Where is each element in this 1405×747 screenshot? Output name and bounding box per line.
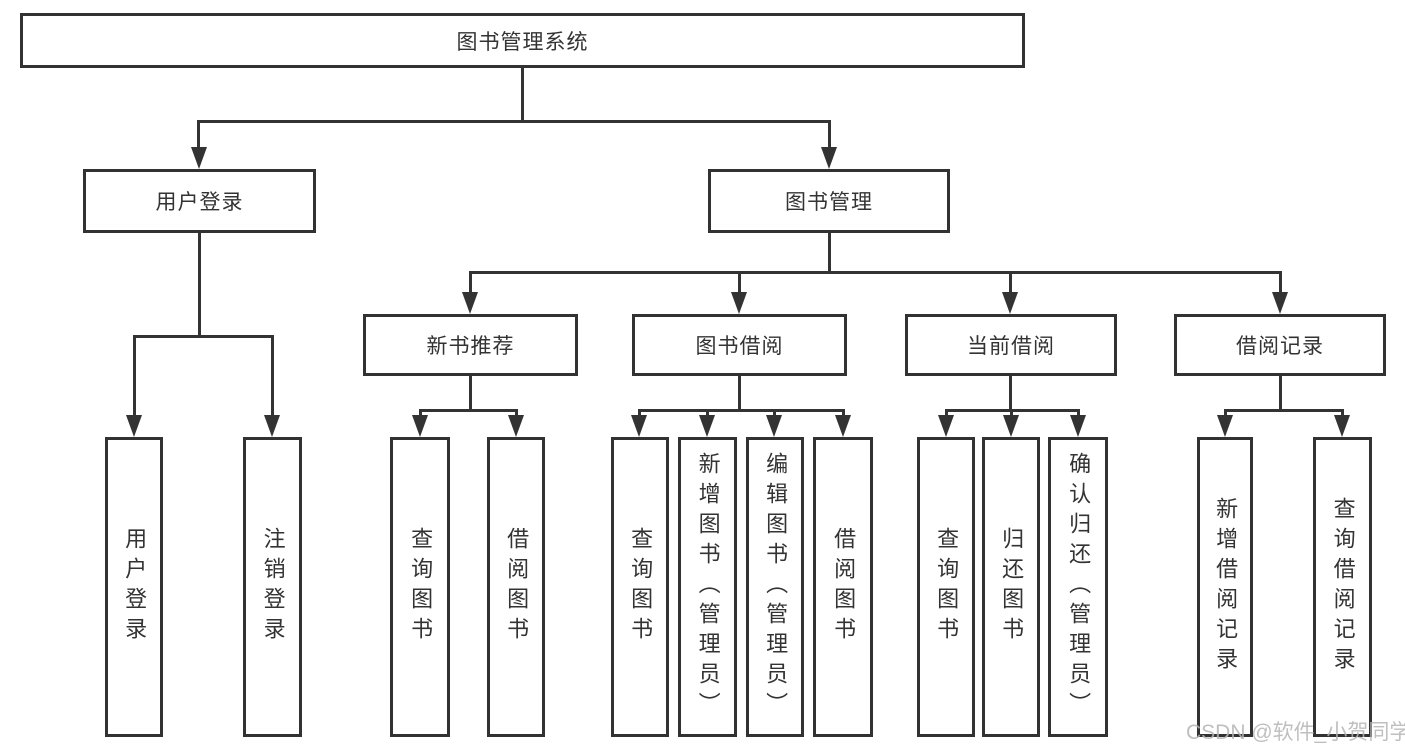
arrowhead-down-icon [412, 415, 428, 437]
leaf-label: 查询借阅记录 [1330, 497, 1356, 677]
arrowhead-down-icon [1002, 292, 1018, 314]
line-segment [197, 120, 200, 149]
leaf-confirm-return-admin: 确认归还（管理员） [1048, 437, 1108, 737]
leaf-label: 查询图书 [934, 527, 960, 647]
arrowhead-down-icon [1334, 415, 1350, 437]
line-segment [1341, 409, 1344, 417]
arrowhead-down-icon [1272, 292, 1288, 314]
leaf-label: 查询图书 [408, 527, 434, 647]
node-label: 图书借阅 [695, 335, 784, 358]
node-borrowing-records: 借阅记录 [1174, 314, 1386, 376]
line-segment [419, 409, 517, 412]
node-current-borrowing: 当前借阅 [905, 314, 1117, 376]
line-segment [469, 271, 1281, 274]
leaf-label: 借阅图书 [504, 527, 530, 647]
node-label: 当前借阅 [967, 335, 1055, 358]
leaf-label: 新增借阅记录 [1213, 497, 1239, 677]
leaf-label: 借阅图书 [831, 527, 857, 647]
leaf-borrow-books-borrowing: 借阅图书 [813, 437, 873, 737]
leaf-borrow-books-recommend: 借阅图书 [487, 437, 545, 737]
arrowhead-down-icon [1003, 415, 1019, 437]
leaf-query-books-recommend: 查询图书 [390, 437, 450, 737]
leaf-logout: 注销登录 [243, 437, 302, 737]
line-segment [1279, 376, 1282, 409]
node-book-management: 图书管理 [708, 169, 950, 233]
line-segment [133, 335, 274, 338]
line-segment [1224, 409, 1227, 417]
line-segment [1009, 271, 1012, 292]
line-segment [1010, 409, 1013, 417]
leaf-return-books: 归还图书 [982, 437, 1040, 737]
node-user-login: 用户登录 [83, 169, 316, 233]
arrowhead-down-icon [766, 415, 782, 437]
line-segment [469, 271, 472, 292]
leaf-label: 查询图书 [628, 527, 654, 647]
arrowhead-down-icon [462, 292, 478, 314]
line-segment [1009, 376, 1012, 409]
arrowhead-down-icon [835, 415, 851, 437]
line-segment [828, 233, 831, 271]
leaf-label: 编辑图书（管理员） [763, 452, 789, 722]
arrowhead-down-icon [731, 292, 747, 314]
line-segment [1279, 271, 1282, 292]
arrowhead-down-icon [264, 415, 280, 437]
line-segment [638, 409, 844, 412]
line-segment [197, 120, 831, 123]
leaf-add-book-admin: 新增图书（管理员） [678, 437, 737, 737]
leaf-query-books-borrowing: 查询图书 [611, 437, 669, 737]
leaf-query-books-current: 查询图书 [917, 437, 975, 737]
line-segment [521, 68, 524, 120]
leaf-label: 确认归还（管理员） [1066, 452, 1092, 722]
line-segment [773, 409, 776, 417]
line-segment [515, 409, 518, 417]
arrowhead-down-icon [191, 147, 207, 169]
leaf-add-borrow-record: 新增借阅记录 [1197, 437, 1253, 737]
csdn-watermark: CSDN @软件_小贺同学 [1186, 721, 1405, 744]
node-label: 图书管理系统 [456, 30, 589, 54]
arrowhead-down-icon [699, 415, 715, 437]
line-segment [271, 335, 274, 415]
arrowhead-down-icon [1217, 415, 1233, 437]
line-segment [198, 233, 201, 335]
arrowhead-down-icon [938, 415, 954, 437]
arrowhead-down-icon [508, 415, 524, 437]
node-new-book-recommendation: 新书推荐 [363, 314, 578, 376]
node-label: 新书推荐 [426, 335, 515, 358]
node-label: 用户登录 [155, 191, 244, 214]
leaf-label: 归还图书 [999, 527, 1025, 647]
arrowhead-down-icon [821, 147, 837, 169]
leaf-query-borrow-record: 查询借阅记录 [1313, 437, 1372, 737]
line-segment [738, 376, 741, 409]
line-segment [945, 409, 948, 417]
line-segment [738, 271, 741, 292]
arrowhead-down-icon [126, 415, 142, 437]
leaf-label: 用户登录 [122, 527, 148, 647]
node-book-borrowing: 图书借阅 [632, 314, 847, 376]
line-segment [828, 120, 831, 149]
line-segment [1077, 409, 1080, 417]
line-segment [469, 376, 472, 409]
arrowhead-down-icon [631, 415, 647, 437]
arrowhead-down-icon [1070, 415, 1086, 437]
line-segment [638, 409, 641, 417]
leaf-label: 新增图书（管理员） [695, 452, 721, 722]
line-segment [133, 335, 136, 415]
line-segment [706, 409, 709, 417]
leaf-user-login: 用户登录 [105, 437, 163, 737]
node-library-management-system: 图书管理系统 [20, 13, 1025, 68]
line-segment [1224, 409, 1343, 412]
node-label: 图书管理 [785, 191, 873, 214]
node-label: 借阅记录 [1236, 335, 1324, 358]
leaf-label: 注销登录 [260, 527, 286, 647]
line-segment [842, 409, 845, 417]
leaf-edit-book-admin: 编辑图书（管理员） [746, 437, 804, 737]
line-segment [419, 409, 422, 417]
